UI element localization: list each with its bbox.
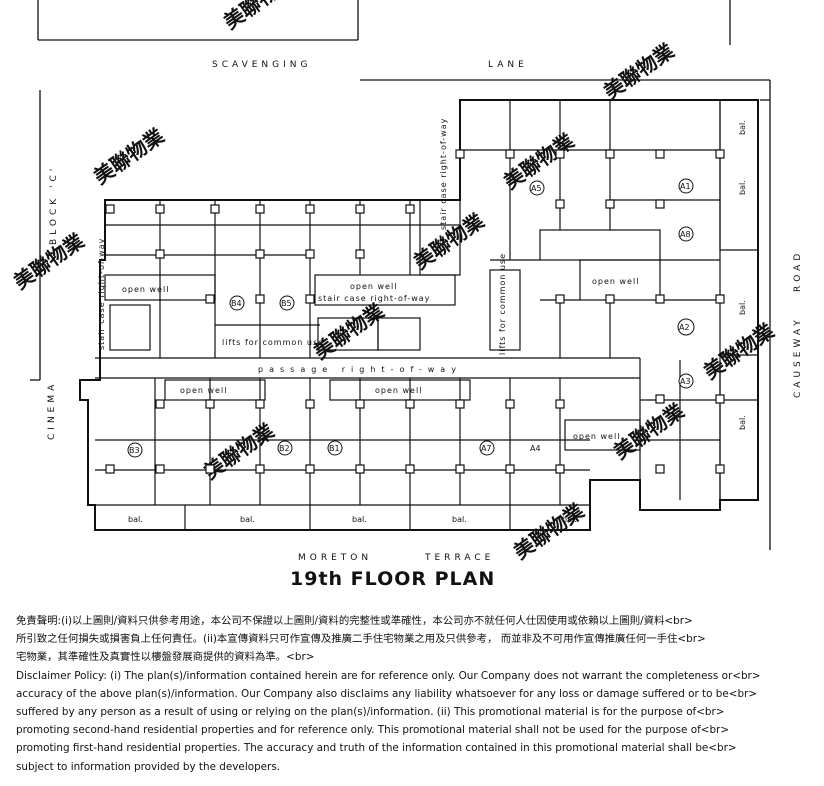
- street-terrace: TERRACE: [424, 553, 494, 563]
- label-open-well: open well: [122, 285, 169, 294]
- floor-plan-diagram: 美聯物業 美聯物業 美聯物業 美聯物業 美聯物業 美聯物業 美聯物業 美聯物業 …: [9, 0, 803, 590]
- unit-a7: A7: [481, 444, 492, 453]
- disclaimer-block: 免責聲明:(i)以上圖則/資料只供參考用途，本公司不保證以上圖則/資料的完整性或…: [16, 612, 816, 776]
- street-causeway: CAUSEWAY: [793, 316, 803, 398]
- street-lines: [30, 0, 771, 550]
- label-balcony: bal.: [562, 515, 577, 524]
- label-open-well: open well: [350, 282, 397, 291]
- watermark: 美聯物業: [309, 298, 389, 364]
- disclaimer-en-line: Disclaimer Policy: (i) The plan(s)/infor…: [16, 669, 761, 682]
- label-passage: passage right-of-way: [258, 365, 462, 374]
- watermark: 美聯物業: [219, 0, 299, 34]
- label-stair-right-of-way: stair case right-of-way: [439, 118, 448, 230]
- watermark: 美聯物業: [199, 418, 279, 484]
- watermark: 美聯物業: [699, 318, 779, 384]
- plan-title: 19th FLOOR PLAN: [290, 568, 495, 590]
- unit-a2: A2: [679, 323, 690, 332]
- unit-b4: B4: [231, 299, 242, 308]
- label-block-c: BLOCK 'C': [49, 165, 59, 245]
- disclaimer-en-line: accuracy of the above plan(s)/informatio…: [16, 687, 758, 700]
- label-open-well: open well: [180, 386, 227, 395]
- label-lifts: lifts for common use: [222, 338, 324, 347]
- label-balcony: bal.: [738, 120, 747, 135]
- label-balcony: bal.: [738, 415, 747, 430]
- disclaimer-en-line: suffered by any person as a result of us…: [16, 706, 725, 719]
- disclaimer-zh-line: 宅物業，其準確性及真實性以樓盤發展商提供的資料為準。<br>: [16, 651, 315, 664]
- building-outline: [79, 99, 759, 531]
- label-open-well: open well: [592, 277, 639, 286]
- disclaimer-en-line: promoting first-hand residential propert…: [16, 742, 737, 755]
- disclaimer-en-line: subject to information provided by the d…: [16, 760, 281, 773]
- watermark: 美聯物業: [599, 38, 679, 104]
- label-balcony: bal.: [128, 515, 143, 524]
- watermark: 美聯物業: [89, 123, 169, 189]
- label-balcony: bal.: [352, 515, 367, 524]
- unit-b1: B1: [329, 444, 340, 453]
- street-cinema: CINEMA: [47, 381, 57, 440]
- label-balcony: bal.: [738, 180, 747, 195]
- unit-a3: A3: [680, 377, 691, 386]
- columns: [105, 149, 725, 474]
- internal-walls: [95, 100, 758, 530]
- disclaimer-en-line: promoting second-hand residential proper…: [16, 724, 730, 737]
- unit-b2: B2: [279, 444, 290, 453]
- label-lifts: lifts for common use: [498, 253, 507, 355]
- label-stair-right-of-way: stair case right-of-way: [318, 294, 430, 303]
- label-open-well: open well: [375, 386, 422, 395]
- watermark: 美聯物業: [609, 398, 689, 464]
- watermark: 美聯物業: [509, 498, 589, 564]
- street-lane: LANE: [488, 60, 528, 70]
- street-moreton: MORETON: [298, 553, 372, 563]
- unit-a4: A4: [530, 444, 541, 453]
- watermark: 美聯物業: [409, 208, 489, 274]
- unit-b5: B5: [281, 299, 292, 308]
- street-scavenging: SCAVENGING: [212, 60, 312, 70]
- label-balcony: bal.: [240, 515, 255, 524]
- label-stair-right-of-way: stair case right-of-way: [97, 238, 106, 350]
- unit-a5: A5: [531, 184, 542, 193]
- label-balcony: bal.: [738, 300, 747, 315]
- unit-a8: A8: [680, 230, 691, 239]
- label-balcony: bal.: [452, 515, 467, 524]
- unit-markers: [127, 178, 695, 458]
- disclaimer-zh-line: 所引致之任何損失或損害負上任何責任。(ii)本宣傳資料只可作宣傳及推廣二手住宅物…: [16, 633, 706, 646]
- disclaimer-zh-line: 免責聲明:(i)以上圖則/資料只供參考用途，本公司不保證以上圖則/資料的完整性或…: [16, 615, 693, 627]
- label-open-well: open well: [573, 432, 620, 441]
- unit-b3: B3: [129, 446, 140, 455]
- unit-a1: A1: [680, 182, 691, 191]
- street-road: ROAD: [793, 250, 803, 292]
